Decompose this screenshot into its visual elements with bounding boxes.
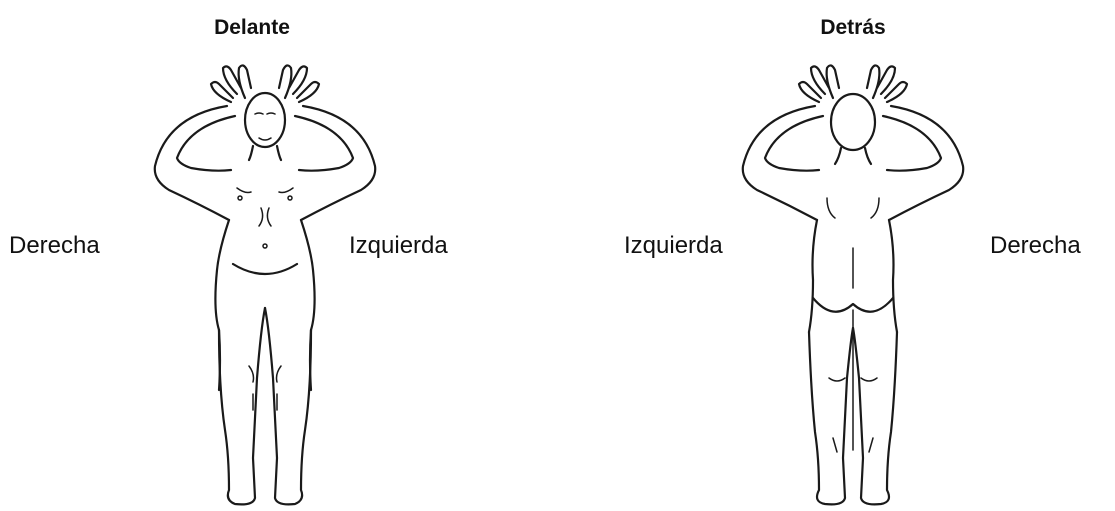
front-body-figure	[145, 48, 385, 511]
front-right-side-label: Derecha	[9, 232, 100, 260]
back-body-figure	[733, 48, 973, 511]
back-left-side-label: Izquierda	[624, 232, 723, 260]
front-title: Delante	[172, 16, 332, 40]
front-body-outline	[145, 48, 385, 506]
back-title: Detrás	[773, 16, 933, 40]
back-right-side-label: Derecha	[990, 232, 1081, 260]
back-body-outline	[733, 48, 973, 506]
